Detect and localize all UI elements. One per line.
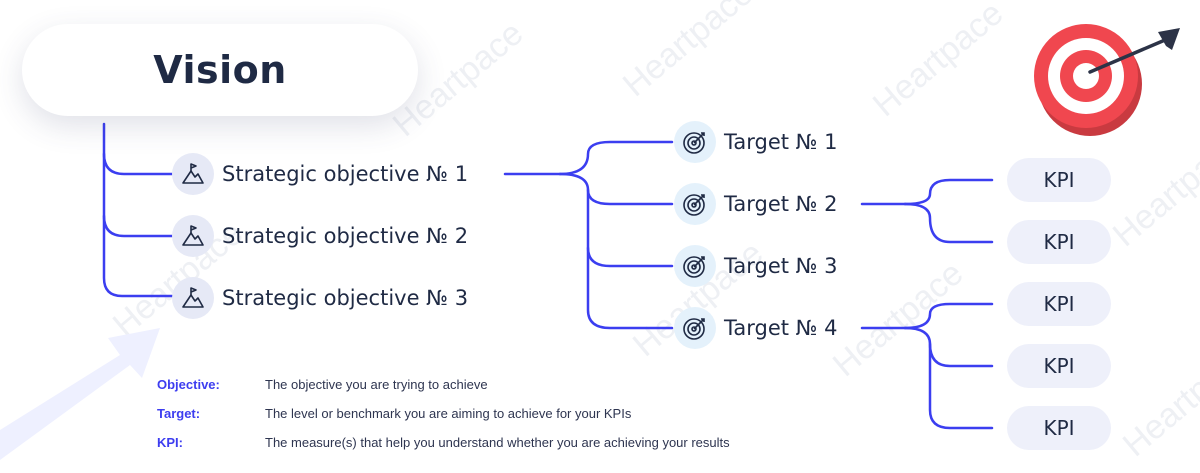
legend-definition: The level or benchmark you are aiming to… [265,406,632,421]
objective-node: Strategic objective № 1 [172,153,468,195]
mountain-flag-icon [172,277,214,319]
legend-term: KPI: [157,435,183,450]
kpi-node: KPI [1007,406,1111,450]
vision-node: Vision [22,24,418,116]
target-node: Target № 4 [674,307,838,349]
objective-label: Strategic objective № 3 [222,286,469,310]
decorative-arrow-icon [0,328,160,460]
mountain-flag-icon [172,153,214,195]
legend-definition: The measure(s) that help you understand … [265,435,730,450]
target-node: Target № 1 [674,121,838,163]
target-label: Target № 3 [724,254,838,278]
legend-row: Target: The level or benchmark you are a… [157,406,631,421]
legend-term: Objective: [157,377,220,392]
mountain-flag-icon [172,215,214,257]
target-node: Target № 2 [674,183,838,225]
objective-label: Strategic objective № 2 [222,224,469,248]
dartboard-icon [674,307,716,349]
objective-node: Strategic objective № 3 [172,277,468,319]
dartboard-icon [674,245,716,287]
kpi-node: KPI [1007,158,1111,202]
target-node: Target № 3 [674,245,838,287]
objective-label: Strategic objective № 1 [222,162,469,186]
target-label: Target № 4 [724,316,838,340]
legend-row: Objective: The objective you are trying … [157,377,488,392]
legend-definition: The objective you are trying to achieve [265,377,488,392]
legend-row: KPI: The measure(s) that help you unders… [157,435,730,450]
kpi-node: KPI [1007,220,1111,264]
target-with-arrow-icon [1034,24,1180,136]
objective-node: Strategic objective № 2 [172,215,468,257]
kpi-node: KPI [1007,282,1111,326]
vision-label: Vision [153,48,287,92]
dartboard-icon [674,183,716,225]
kpi-node: KPI [1007,344,1111,388]
target-label: Target № 1 [724,130,838,154]
dartboard-icon [674,121,716,163]
legend-term: Target: [157,406,201,421]
target-label: Target № 2 [724,192,838,216]
